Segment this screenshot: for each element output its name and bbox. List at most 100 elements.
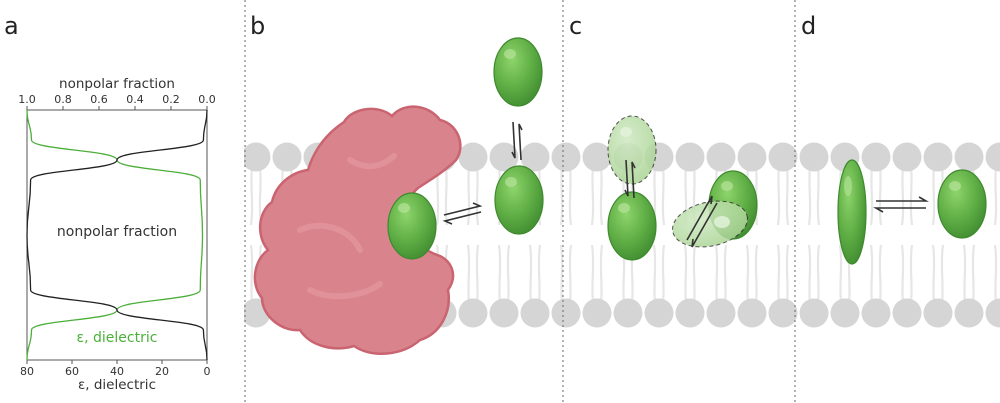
lipid-tail bbox=[869, 166, 874, 226]
lipid-tail bbox=[475, 166, 480, 226]
lipid-head bbox=[241, 142, 271, 172]
lipid-tail bbox=[714, 244, 719, 304]
panel-b: b bbox=[250, 12, 544, 355]
lipid-tail bbox=[528, 244, 533, 304]
bottom-tick-label: 40 bbox=[110, 365, 124, 378]
lipid-head bbox=[520, 298, 550, 328]
lipid-tail bbox=[838, 244, 843, 304]
lipid-tail bbox=[909, 166, 914, 226]
lipid-head bbox=[675, 298, 705, 328]
lipid-tail bbox=[754, 244, 759, 304]
nonpolar-fraction-label: nonpolar fraction bbox=[57, 224, 177, 240]
ligand-edge-on bbox=[837, 159, 867, 265]
lipid-tail bbox=[497, 244, 502, 304]
lipid-tail bbox=[931, 166, 936, 226]
lipid-tail bbox=[652, 244, 657, 304]
ligand-ghost-tilted bbox=[672, 200, 748, 248]
lipid-head bbox=[923, 298, 953, 328]
lipid-head bbox=[582, 298, 612, 328]
lipid-head bbox=[520, 142, 550, 172]
lipid-tail bbox=[683, 244, 688, 304]
lipid-tail bbox=[466, 166, 471, 226]
bottom-tick-label: 60 bbox=[65, 365, 79, 378]
panel-a-letter: a bbox=[4, 12, 19, 40]
lipid-head bbox=[892, 298, 922, 328]
bottom-tick-label: 20 bbox=[155, 365, 169, 378]
bottom-tick-label: 80 bbox=[20, 365, 34, 378]
ligand-membrane-c bbox=[607, 191, 657, 261]
panel-c: c bbox=[569, 12, 758, 261]
lipid-tail bbox=[785, 166, 790, 226]
lipid-head bbox=[799, 298, 829, 328]
equilibrium-arrow-horizontal-d bbox=[872, 196, 930, 213]
lipid-tail bbox=[807, 166, 812, 226]
top-tick-label: 0.4 bbox=[126, 93, 144, 106]
lipid-head bbox=[551, 298, 581, 328]
lipid-tail bbox=[590, 166, 595, 226]
lipid-head bbox=[768, 142, 798, 172]
lipid-head bbox=[830, 298, 860, 328]
protein-blob bbox=[253, 105, 462, 355]
lipid-tail bbox=[559, 244, 564, 304]
panel-d-letter: d bbox=[801, 12, 816, 40]
lipid-head bbox=[954, 298, 984, 328]
lipid-tail bbox=[962, 244, 967, 304]
lipid-tail bbox=[661, 244, 666, 304]
lipid-tail bbox=[971, 244, 976, 304]
equilibrium-arrow-vertical-b bbox=[511, 121, 523, 161]
lipid-tail bbox=[909, 244, 914, 304]
lipid-tail bbox=[900, 166, 905, 226]
lipid-head bbox=[737, 298, 767, 328]
lipid-head bbox=[582, 142, 612, 172]
lipid-head bbox=[768, 298, 798, 328]
equilibrium-arrow-diagonal-c bbox=[686, 195, 718, 248]
ligand-face-on bbox=[937, 169, 987, 239]
lipid-tail bbox=[816, 244, 821, 304]
lipid-head bbox=[861, 298, 891, 328]
lipid-head bbox=[458, 298, 488, 328]
equilibrium-arrow-vertical-c bbox=[624, 159, 636, 199]
lipid-tail bbox=[900, 244, 905, 304]
panel-b-letter: b bbox=[250, 12, 265, 40]
lipid-tail bbox=[993, 166, 998, 226]
lipid-tail bbox=[776, 244, 781, 304]
equilibrium-arrow-horizontal-b bbox=[442, 202, 483, 225]
lipid-head bbox=[272, 142, 302, 172]
lipid-tail bbox=[661, 166, 666, 226]
top-tick-label: 0.0 bbox=[198, 93, 216, 106]
lipid-head bbox=[489, 298, 519, 328]
lipid-head bbox=[706, 142, 736, 172]
dielectric-curve bbox=[26, 109, 204, 361]
lipid-tail bbox=[878, 244, 883, 304]
lipid-tail bbox=[599, 166, 604, 226]
lipid-tail bbox=[599, 244, 604, 304]
lipid-head bbox=[458, 142, 488, 172]
dielectric-label: ε, dielectric bbox=[77, 330, 158, 346]
lipid-tail bbox=[931, 244, 936, 304]
ligand-bound bbox=[387, 192, 437, 260]
lipid-tail bbox=[466, 244, 471, 304]
lipid-head bbox=[489, 142, 519, 172]
lipid-tail bbox=[940, 244, 945, 304]
lipid-tail bbox=[869, 244, 874, 304]
top-tick-label: 0.6 bbox=[90, 93, 108, 106]
lipid-tail bbox=[249, 166, 254, 226]
lipid-head bbox=[551, 142, 581, 172]
panel-c-letter: c bbox=[569, 12, 582, 40]
lipid-tail bbox=[816, 166, 821, 226]
lipid-head bbox=[861, 142, 891, 172]
lipid-head bbox=[675, 142, 705, 172]
bottom-tick-label: 0 bbox=[204, 365, 211, 378]
lipid-tail bbox=[590, 244, 595, 304]
lipid-tail bbox=[568, 166, 573, 226]
bottom-axis-ticks: 80 60 40 20 0 bbox=[20, 360, 211, 378]
lipid-tail bbox=[993, 244, 998, 304]
lipid-head bbox=[737, 142, 767, 172]
protein-texture bbox=[297, 153, 397, 300]
ligand-aqueous bbox=[493, 37, 543, 107]
lipid-tail bbox=[559, 166, 564, 226]
lipid-tail bbox=[692, 244, 697, 304]
